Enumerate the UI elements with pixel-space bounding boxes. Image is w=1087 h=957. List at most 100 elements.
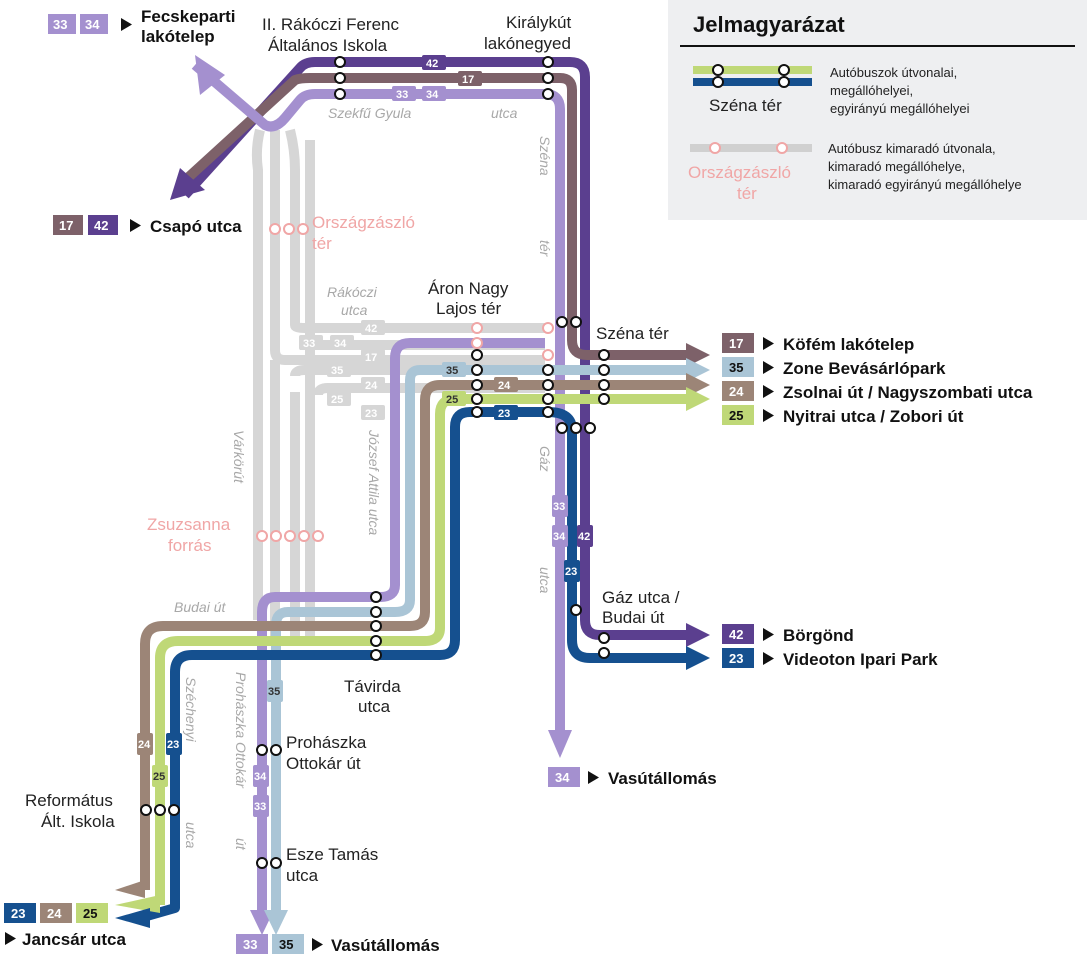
svg-text:Zsuzsanna: Zsuzsanna (147, 515, 231, 534)
svg-text:Csapó utca: Csapó utca (150, 217, 242, 236)
svg-text:34: 34 (426, 89, 439, 101)
destination-borgond: 42 Börgönd (722, 624, 854, 645)
svg-text:Országzászló: Országzászló (312, 213, 415, 232)
svg-text:Távirda: Távirda (344, 677, 401, 696)
svg-text:Köfém lakótelep: Köfém lakótelep (783, 335, 914, 354)
street-labels: Szekfű Gyula utca Széna tér Rákóczi utca… (174, 105, 553, 851)
svg-text:Prohászka Ottokár: Prohászka Ottokár (233, 672, 249, 789)
route-24-line (140, 380, 690, 890)
svg-text:Jancsár utca: Jancsár utca (22, 930, 126, 949)
svg-text:József Attila utca: József Attila utca (366, 429, 382, 536)
svg-text:Prohászka: Prohászka (286, 733, 367, 752)
svg-text:lakótelep: lakótelep (141, 27, 215, 46)
svg-text:35: 35 (729, 360, 743, 375)
svg-text:Országzászló: Országzászló (688, 163, 791, 182)
svg-text:utca: utca (358, 697, 391, 716)
svg-text:Áron Nagy: Áron Nagy (428, 279, 509, 298)
svg-text:Általános Iskola: Általános Iskola (268, 36, 388, 55)
svg-text:42: 42 (94, 218, 108, 233)
svg-text:25: 25 (446, 394, 458, 406)
omitted-stops (256, 223, 554, 542)
svg-text:34: 34 (85, 17, 100, 32)
svg-text:25: 25 (83, 906, 97, 921)
svg-text:33: 33 (553, 501, 565, 513)
svg-text:17: 17 (462, 74, 474, 86)
svg-text:23: 23 (498, 408, 510, 420)
svg-text:23: 23 (11, 906, 25, 921)
svg-text:Jelmagyarázat: Jelmagyarázat (693, 12, 845, 37)
svg-text:Várkörút: Várkörút (231, 430, 247, 484)
svg-text:egyirányú megállóhelyei: egyirányú megállóhelyei (830, 101, 970, 116)
svg-text:Széna tér: Széna tér (596, 324, 669, 343)
svg-text:35: 35 (268, 686, 280, 698)
svg-text:Zsolnai út / Nagyszombati utca: Zsolnai út / Nagyszombati utca (783, 383, 1033, 402)
destination-zsolnai: 24 Zsolnai út / Nagyszombati utca (722, 381, 1033, 402)
svg-text:23: 23 (365, 408, 377, 420)
svg-text:tér: tér (537, 240, 553, 258)
svg-text:tér: tér (312, 234, 332, 253)
svg-text:33: 33 (53, 17, 67, 32)
svg-text:utca: utca (183, 822, 199, 849)
svg-text:23: 23 (729, 651, 743, 666)
active-stops[interactable] (140, 56, 610, 869)
svg-text:25: 25 (729, 408, 743, 423)
svg-text:34: 34 (334, 338, 347, 350)
svg-text:Vasútállomás: Vasútállomás (608, 769, 717, 788)
destination-csapo: 17 42 Csapó utca (53, 215, 242, 236)
route-23-line-b (547, 407, 690, 663)
svg-text:II. Rákóczi Ferenc: II. Rákóczi Ferenc (262, 15, 399, 34)
svg-text:35: 35 (446, 365, 458, 377)
svg-text:42: 42 (426, 58, 438, 70)
svg-text:forrás: forrás (168, 536, 211, 555)
route-42-line (181, 57, 690, 640)
svg-text:23: 23 (565, 566, 577, 578)
svg-text:Börgönd: Börgönd (783, 626, 854, 645)
svg-text:Rákóczi: Rákóczi (327, 284, 378, 300)
svg-text:Budai út: Budai út (602, 608, 665, 627)
svg-text:Lajos tér: Lajos tér (436, 299, 502, 318)
legend: Jelmagyarázat Széna tér Autóbuszok útvon… (668, 0, 1087, 220)
svg-text:25: 25 (331, 394, 343, 406)
route-17-line (176, 73, 690, 360)
svg-text:34: 34 (254, 771, 267, 783)
svg-text:35: 35 (279, 937, 293, 952)
svg-text:25: 25 (153, 771, 165, 783)
route-23-line (138, 407, 548, 923)
svg-text:Fecskeparti: Fecskeparti (141, 7, 236, 26)
svg-text:17: 17 (59, 218, 73, 233)
svg-text:Ottokár út: Ottokár út (286, 754, 361, 773)
svg-text:17: 17 (729, 336, 743, 351)
svg-text:24: 24 (498, 380, 511, 392)
svg-text:33: 33 (396, 89, 408, 101)
destination-jancsar: 23 24 25 Jancsár utca (4, 903, 126, 949)
svg-text:megállóhelyei,: megállóhelyei, (830, 83, 913, 98)
route-33-branch (257, 338, 545, 920)
svg-text:utca: utca (341, 302, 368, 318)
svg-text:Autóbuszok útvonalai,: Autóbuszok útvonalai, (830, 65, 957, 80)
svg-text:42: 42 (578, 531, 590, 543)
destination-fecskeparti: 33 34 Fecskeparti lakótelep (48, 7, 236, 46)
svg-text:33: 33 (303, 338, 315, 350)
svg-text:Gáz: Gáz (537, 446, 553, 472)
svg-text:33: 33 (243, 937, 257, 952)
stop-labels: II. Rákóczi Ferenc Általános Iskola Kirá… (25, 13, 680, 885)
svg-text:42: 42 (729, 627, 743, 642)
svg-text:Széchenyi: Széchenyi (183, 677, 199, 742)
svg-text:34: 34 (555, 770, 570, 785)
omitted-route-tags: 42 33 34 17 35 24 25 23 (299, 320, 385, 420)
route-35-line (271, 365, 690, 920)
svg-text:33: 33 (254, 801, 266, 813)
svg-text:utca: utca (491, 105, 518, 121)
svg-text:kimaradó megállóhelye,: kimaradó megállóhelye, (828, 159, 965, 174)
svg-text:kimaradó egyirányú megállóhely: kimaradó egyirányú megállóhelye (828, 177, 1022, 192)
svg-text:út: út (233, 838, 249, 851)
svg-text:tér: tér (737, 184, 757, 203)
svg-text:24: 24 (138, 739, 151, 751)
destination-videoton: 23 Videoton Ipari Park (722, 648, 938, 669)
svg-text:Szekfű Gyula: Szekfű Gyula (328, 105, 411, 121)
svg-text:Ált. Iskola: Ált. Iskola (41, 812, 115, 831)
svg-text:23: 23 (167, 739, 179, 751)
route-3334-line (191, 61, 565, 740)
svg-text:24: 24 (47, 906, 62, 921)
